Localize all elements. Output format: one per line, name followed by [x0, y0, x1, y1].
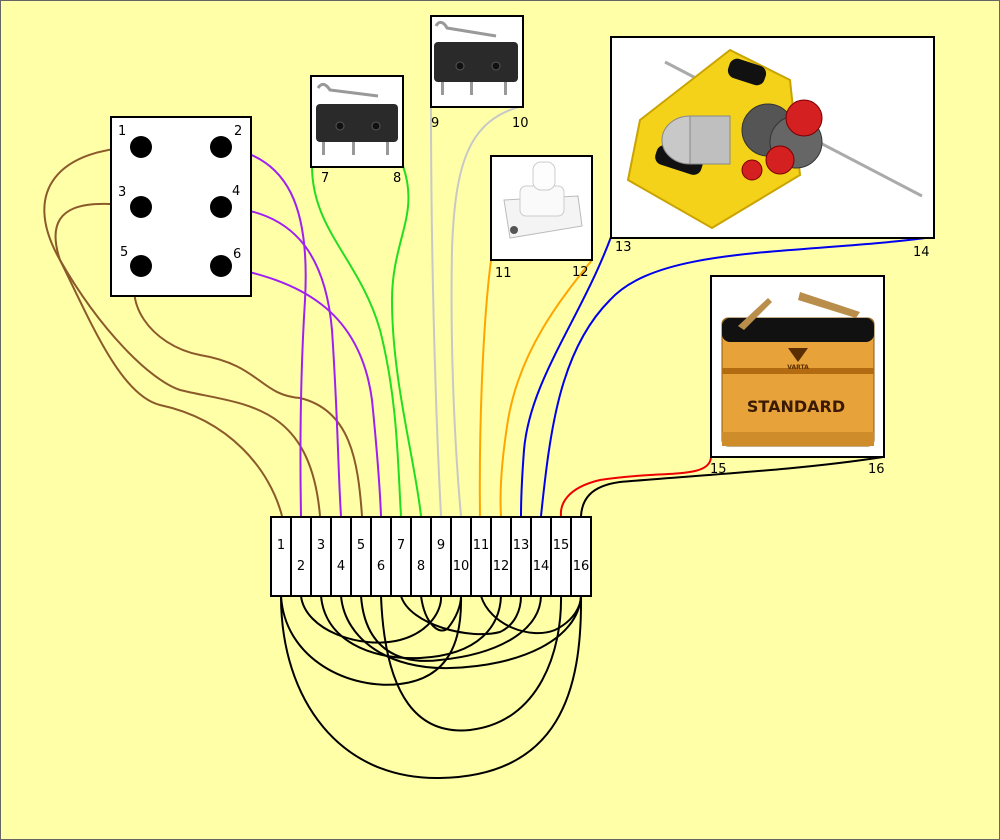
terminal-13[interactable] [510, 516, 532, 597]
terminal-label-5: 5 [357, 538, 365, 553]
switch-box: 1 2 3 4 5 6 [110, 116, 252, 297]
push-button-icon [503, 161, 583, 239]
contact-3[interactable] [130, 196, 152, 218]
flat-battery-icon [721, 292, 875, 447]
wire-loop-2-9 [300, 595, 443, 644]
battery-brand: VARTA [787, 364, 809, 371]
wire-gray-9 [430, 105, 442, 517]
terminal-label-4: 4 [337, 559, 345, 574]
contact-6[interactable] [210, 255, 232, 277]
push-button-switch: 11 12 [490, 155, 593, 281]
terminal-label-13: 13 [513, 538, 530, 553]
terminal-label-9: 9 [437, 538, 445, 553]
terminal-label-12: 12 [493, 559, 510, 574]
pin-label-15: 15 [710, 462, 727, 477]
microswitch-lever-icon [434, 20, 518, 95]
wire-loop-11-16 [480, 595, 582, 635]
terminal-label-15: 15 [553, 538, 570, 553]
wire-red-15 [559, 456, 712, 517]
pin-label-10: 10 [512, 116, 529, 131]
contact-label-2: 2 [234, 124, 242, 139]
wire-loop-5-14 [360, 595, 542, 662]
terminal-6[interactable] [370, 516, 392, 597]
contact-label-3: 3 [118, 185, 126, 200]
microswitch-a: 7 8 [310, 75, 404, 186]
pin-label-9: 9 [431, 116, 439, 131]
terminal-5[interactable] [350, 516, 372, 597]
wire-loop-1-16 [280, 595, 583, 780]
wire-loop-1-10 [280, 595, 463, 686]
terminal-label-3: 3 [317, 538, 325, 553]
wire-green-8 [390, 165, 422, 517]
terminal-8[interactable] [410, 516, 432, 597]
pin-label-11: 11 [495, 266, 512, 281]
contact-2[interactable] [210, 136, 232, 158]
terminal-15[interactable] [550, 516, 572, 597]
terminal-label-7: 7 [397, 538, 405, 553]
wire-black-16 [580, 456, 884, 517]
terminal-16[interactable] [570, 516, 592, 597]
wire-loop-4-16 [340, 595, 582, 670]
wire-loop-3-12 [320, 595, 502, 660]
pin-label-13: 13 [615, 240, 632, 255]
battery: VARTA STANDARD 15 16 [710, 275, 885, 477]
pin-label-7: 7 [321, 171, 329, 186]
terminal-12[interactable] [490, 516, 512, 597]
terminal-3[interactable] [310, 516, 332, 597]
contact-label-1: 1 [118, 124, 126, 139]
wire-orange-12 [499, 259, 593, 517]
wire-purple-6 [220, 265, 382, 517]
contact-label-4: 4 [232, 184, 240, 199]
terminal-label-8: 8 [417, 559, 425, 574]
pin-label-12: 12 [572, 265, 589, 280]
terminal-label-14: 14 [533, 559, 550, 574]
wires [43, 105, 934, 780]
terminal-11[interactable] [470, 516, 492, 597]
wire-brown-5 [133, 265, 363, 517]
terminal-label-6: 6 [377, 559, 385, 574]
terminal-2[interactable] [290, 516, 312, 597]
contact-label-5: 5 [120, 245, 128, 260]
wire-blue-13 [520, 236, 612, 517]
terminal-label-2: 2 [297, 559, 305, 574]
contact-4[interactable] [210, 196, 232, 218]
wire-brown-3 [54, 202, 321, 517]
terminal-14[interactable] [530, 516, 552, 597]
pin-label-8: 8 [393, 171, 401, 186]
contact-5[interactable] [130, 255, 152, 277]
wire-gray-10 [450, 105, 523, 517]
wire-purple-4 [220, 206, 342, 517]
pin-label-14: 14 [913, 245, 930, 260]
terminal-label-16: 16 [573, 559, 590, 574]
wire-purple-2 [220, 146, 307, 517]
wire-loop-6-15 [380, 595, 563, 732]
microswitch-b: 9 10 [430, 15, 529, 131]
wire-blue-14 [540, 236, 934, 517]
terminal-label-1: 1 [277, 538, 285, 553]
wire-brown-1 [43, 146, 283, 517]
wire-loop-8-10 [420, 595, 462, 632]
wire-orange-11 [478, 259, 492, 517]
dc-gear-motor-icon [626, 48, 923, 230]
wire-green-7 [311, 165, 402, 517]
contact-1[interactable] [130, 136, 152, 158]
terminal-9[interactable] [430, 516, 452, 597]
wire-loop-7-13 [400, 595, 522, 636]
terminal-label-11: 11 [473, 538, 490, 553]
pin-label-16: 16 [868, 462, 885, 477]
terminal-7[interactable] [390, 516, 412, 597]
contact-label-6: 6 [233, 247, 241, 262]
terminal-label-10: 10 [453, 559, 470, 574]
terminal-4[interactable] [330, 516, 352, 597]
terminal-10[interactable] [450, 516, 472, 597]
gear-motor: 13 14 [610, 36, 935, 260]
microswitch-lever-icon [316, 82, 398, 155]
terminal-1[interactable] [270, 516, 292, 597]
battery-label: STANDARD [747, 397, 845, 416]
